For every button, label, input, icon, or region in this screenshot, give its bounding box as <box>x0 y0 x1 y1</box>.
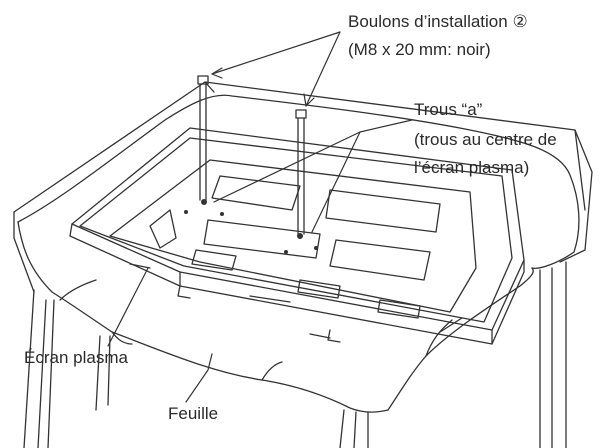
holes-a <box>184 199 318 254</box>
table-top <box>13 81 593 293</box>
holes-label-line3: l’écran plasma) <box>414 158 530 177</box>
plasma-screen <box>69 127 525 345</box>
leader-lines <box>107 31 413 403</box>
screen-label: Écran plasma <box>24 348 128 367</box>
bolts-label-line1: Boulons d’installation ② <box>348 12 528 31</box>
table-legs <box>23 261 567 448</box>
holes-label-line2: (trous au centre de <box>414 130 557 149</box>
sheet-label: Feuille <box>168 404 219 423</box>
sheet <box>17 94 580 413</box>
bolts <box>197 75 307 235</box>
bolts-label-line2: (M8 x 20 mm: noir) <box>348 40 491 59</box>
holes-label-line1: Trous “a” <box>414 100 483 119</box>
